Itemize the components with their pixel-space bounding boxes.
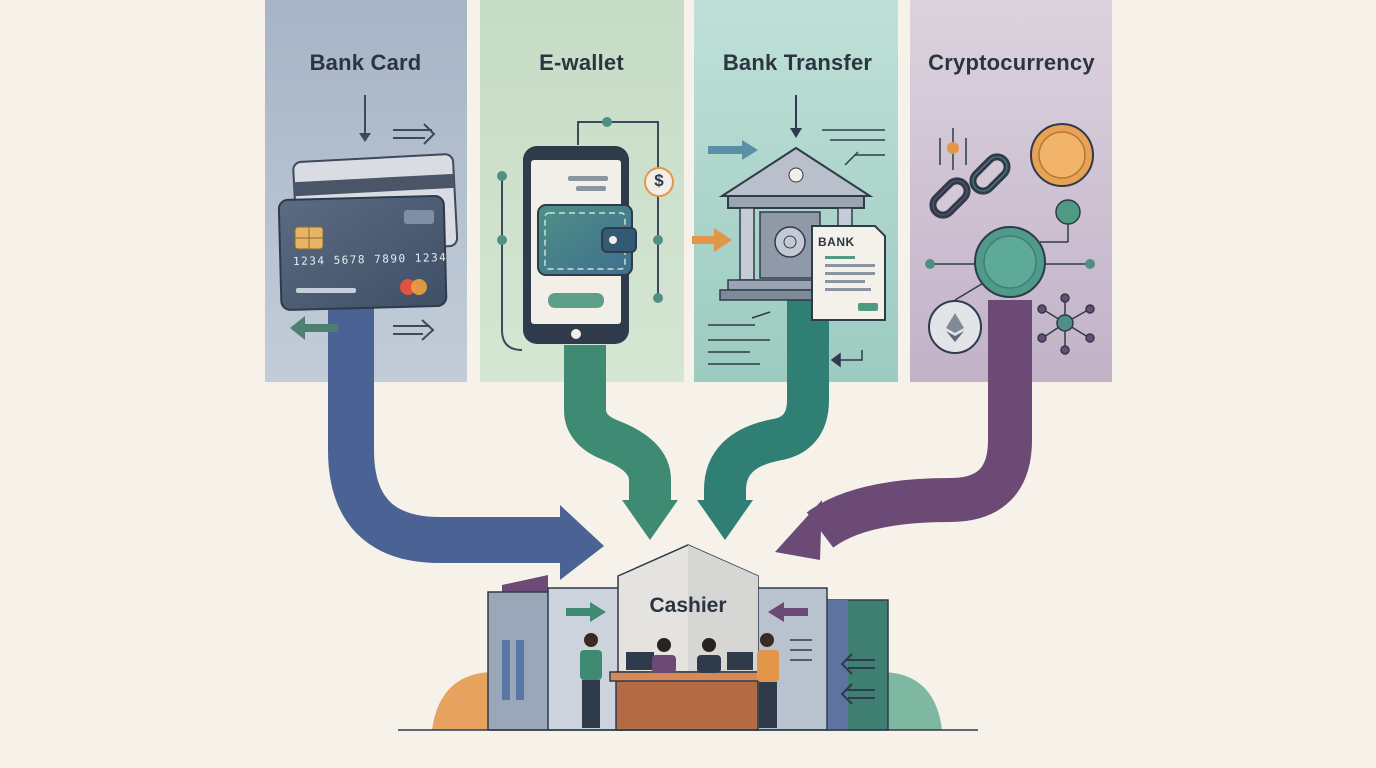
arrow-left-icon: [768, 602, 808, 622]
arrow-right-icon: [708, 140, 758, 160]
cryptocurrency-illustration: [925, 123, 1095, 355]
flow-arrow-cryptocurrency: [775, 300, 1032, 560]
flow-arrow-bank-card: [328, 300, 604, 580]
flow-arrow-e-wallet: [564, 345, 678, 540]
person-cashier-1: [652, 638, 676, 673]
person-cashier-2: [697, 638, 721, 673]
dollar-coin-icon: [644, 167, 674, 197]
cashier-building: [398, 544, 978, 731]
arrow-right-icon: [393, 123, 436, 145]
person-customer-right: [757, 633, 779, 728]
bank-card-illustration: [277, 95, 459, 341]
arrow-left-icon: [290, 316, 338, 340]
arrow-right-icon: [566, 602, 606, 622]
person-customer-left: [580, 633, 602, 728]
flow-arrow-bank-transfer: [697, 300, 829, 540]
arrow-left-icon: [840, 653, 875, 705]
label-bank-transfer: Bank Transfer: [722, 50, 873, 75]
label-cryptocurrency: Cryptocurrency: [928, 50, 1095, 75]
e-wallet-illustration: [497, 117, 674, 351]
dollar-symbol: $: [654, 171, 664, 190]
cashier-label: Cashier: [649, 594, 727, 617]
chain-link-icon: [929, 153, 1011, 219]
label-e-wallet: E-wallet: [539, 50, 624, 75]
arrow-right-icon: [393, 319, 435, 341]
label-bank-card: Bank Card: [309, 50, 422, 75]
bank-document-title: BANK: [818, 235, 855, 249]
bank-transfer-illustration: [692, 95, 886, 368]
arrow-right-icon: [692, 228, 732, 252]
network-node-icon: [1037, 293, 1095, 355]
